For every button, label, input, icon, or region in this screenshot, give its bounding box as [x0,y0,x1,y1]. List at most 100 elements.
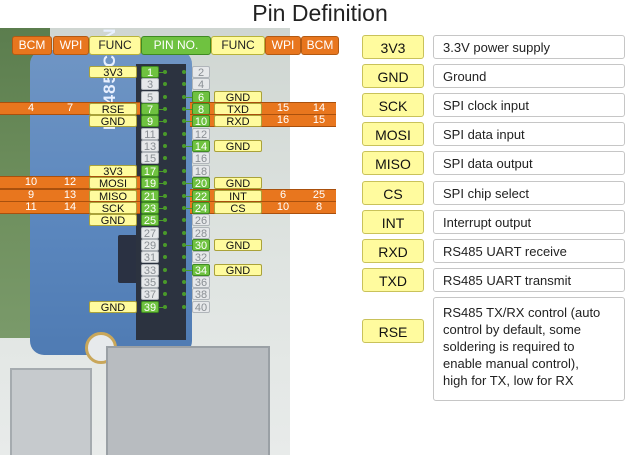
header-bcm-right: BCM [301,36,339,55]
pin-dot-odd [163,243,167,247]
pin-dot-odd [163,132,167,136]
legend-description: Ground [433,64,625,88]
lead-left [159,109,167,110]
ethernet-port [106,346,270,455]
pin-number-even: 38 [192,288,210,301]
legend-key: TXD [362,268,424,292]
pin-number-even: 26 [192,214,210,227]
bcm-right-value: 14 [312,102,326,114]
pin-number-odd: 19 [141,177,159,190]
bcm-left-value: 11 [25,201,37,213]
pin-number-odd: 13 [141,140,159,153]
wpi-right-value: 10 [276,201,290,213]
bcm-right-value: 15 [312,114,326,126]
page-title: Pin Definition [252,0,388,26]
bcm-left-value: 10 [24,176,38,188]
legend-description: RS485 TX/RX control (auto control by def… [433,297,625,401]
pin-dot-even [182,280,186,284]
lead-left [159,121,167,122]
wpi-left-value: 7 [66,102,74,114]
lead-right [183,208,192,209]
pin-dot-odd [163,268,167,272]
pin-dot-odd [163,82,167,86]
pin-dot-even [182,305,186,309]
func-right: CS [214,202,262,215]
pin-dot-even [182,156,186,160]
pin-number-even: 14 [192,140,210,153]
pin-number-even: 40 [192,301,210,314]
legend-key: SCK [362,93,424,117]
legend-description: SPI data output [433,151,625,175]
legend-description: SPI data input [433,122,625,146]
lead-right [183,97,192,98]
pin-dot-odd [163,95,167,99]
header-pin-no: PIN NO. [141,36,211,55]
pin-number-odd: 35 [141,276,159,289]
legend-key: CS [362,181,424,205]
legend-key: GND [362,64,424,88]
pin-number-odd: 29 [141,239,159,252]
lead-right [183,270,192,271]
legend-key: RXD [362,239,424,263]
bcm-right-value: 8 [315,201,323,213]
pin-dot-even [182,132,186,136]
wpi-right-value: 6 [279,189,287,201]
legend-key: 3V3 [362,35,424,59]
pin-number-odd: 5 [141,91,159,104]
pin-dot-odd [163,292,167,296]
func-right: GND [214,140,262,153]
pin-number-odd: 11 [141,128,159,141]
bcm-left-value: 9 [27,189,35,201]
pin-number-even: 34 [192,264,210,277]
wpi-left-value: 14 [63,201,77,213]
pin-number-odd: 21 [141,190,159,203]
usb-port [10,368,92,455]
header-wpi-right: WPI [265,36,301,55]
header-func-left: FUNC [89,36,141,55]
pin-dot-even [182,218,186,222]
pin-number-odd: 17 [141,165,159,178]
pin-number-odd: 31 [141,251,159,264]
pin-dot-even [182,82,186,86]
pin-dot-even [182,231,186,235]
lead-left [159,307,167,308]
lead-right [183,183,192,184]
func-right: RXD [214,115,262,128]
pin-number-even: 18 [192,165,210,178]
lead-left [159,171,167,172]
pin-number-odd: 7 [141,103,159,116]
pin-dot-even [182,292,186,296]
pin-dot-odd [163,156,167,160]
pin-dot-even [182,255,186,259]
legend-description: SPI chip select [433,181,625,205]
pin-number-odd: 25 [141,214,159,227]
pin-dot-even [182,169,186,173]
legend-key: MISO [362,151,424,175]
func-right: INT [214,190,262,203]
func-left: GND [89,301,137,314]
bcm-left-value: 4 [27,102,35,114]
bcm-right-value: 25 [312,189,326,201]
pin-number-even: 2 [192,66,210,79]
wpi-right-value: 16 [276,114,290,126]
lead-left [159,220,167,221]
func-left: SCK [89,202,137,215]
pin-dot-odd [163,231,167,235]
pin-number-even: 28 [192,227,210,240]
legend-description: 3.3V power supply [433,35,625,59]
wpi-left-value: 12 [63,176,77,188]
legend-key: MOSI [362,122,424,146]
pin-number-even: 16 [192,152,210,165]
lead-right [183,121,192,122]
func-right: GND [214,239,262,252]
pin-number-odd: 39 [141,301,159,314]
pin-number-even: 32 [192,251,210,264]
lead-right [183,196,192,197]
lead-left [159,72,167,73]
pin-number-odd: 23 [141,202,159,215]
func-left: GND [89,115,137,128]
pin-number-even: 12 [192,128,210,141]
pin-dot-odd [163,280,167,284]
header-bcm-left: BCM [12,36,52,55]
pin-number-odd: 37 [141,288,159,301]
